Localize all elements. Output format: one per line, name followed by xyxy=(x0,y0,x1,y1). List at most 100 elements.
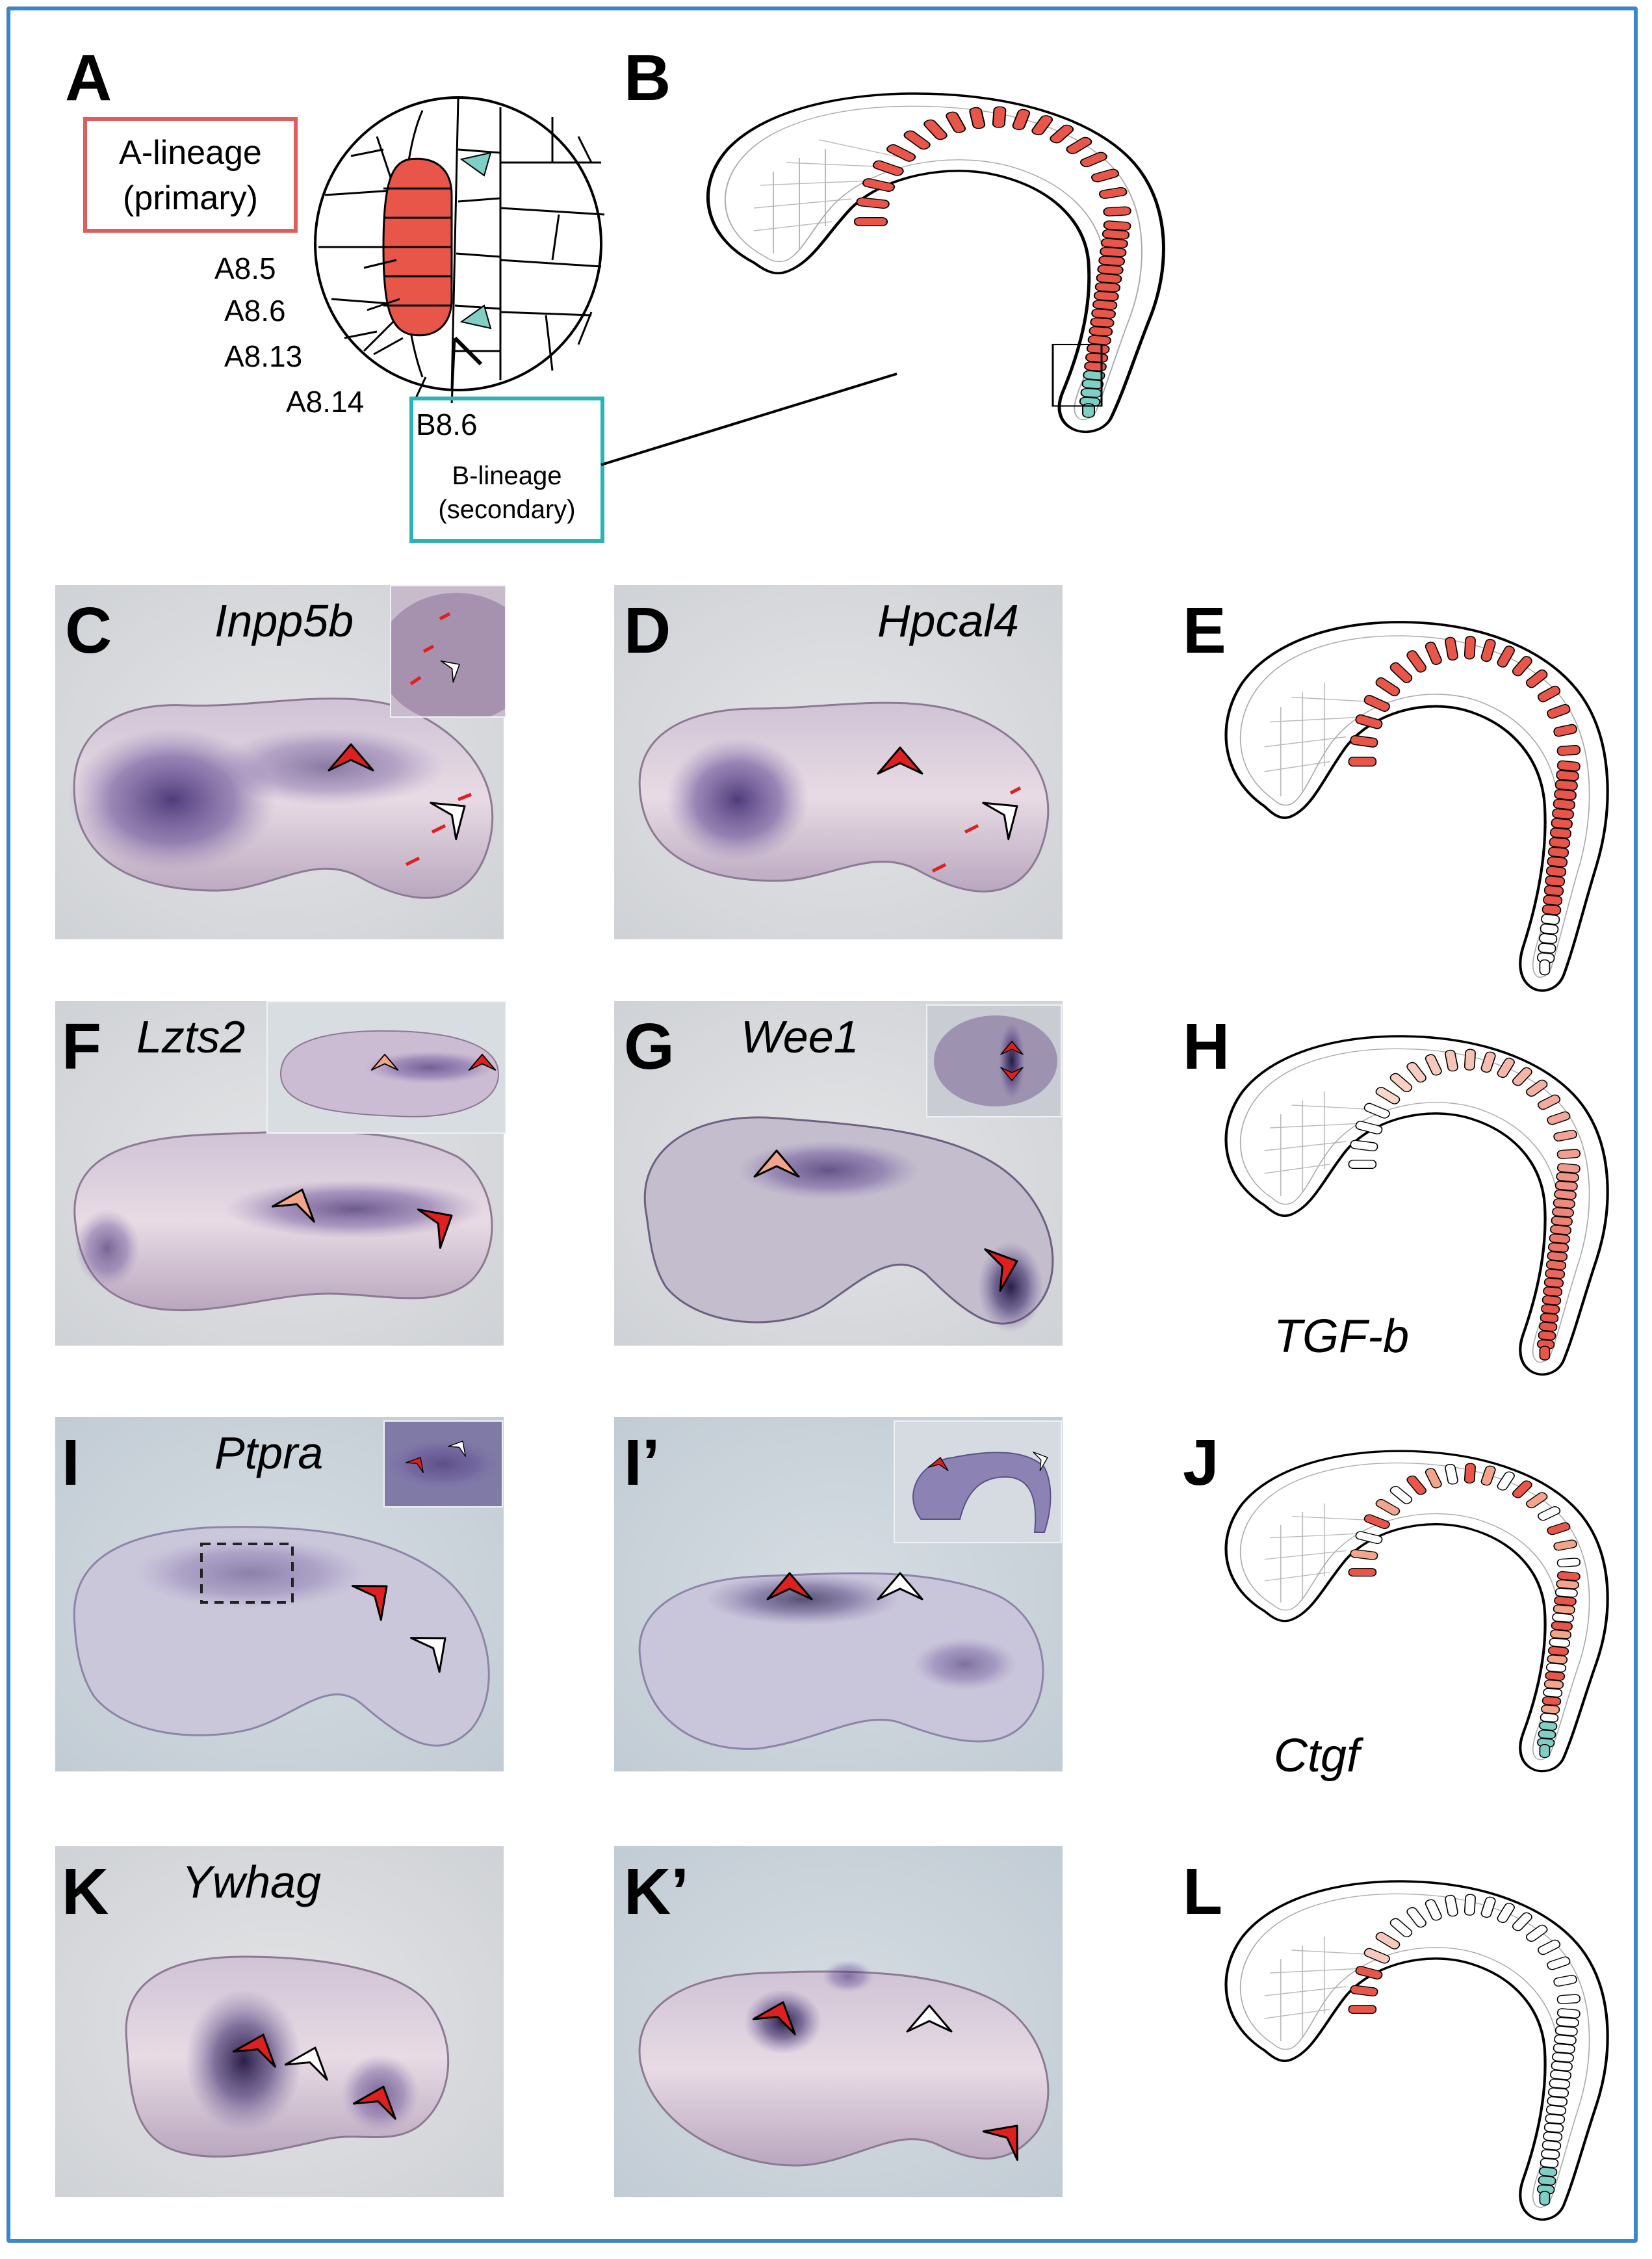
notochord-cell xyxy=(1497,1903,1515,1924)
notochord-cell xyxy=(1553,1129,1577,1142)
notochord-cell xyxy=(1355,1121,1383,1134)
notochord-cell xyxy=(1012,109,1031,131)
notochord-cell xyxy=(1092,300,1118,310)
notochord-cell xyxy=(1406,1062,1426,1083)
gene-label-g: Wee1 xyxy=(741,1012,859,1062)
notochord-cell xyxy=(1103,206,1131,216)
notochord-cell xyxy=(1464,1463,1476,1484)
primary-lineage-box: A-lineage (primary) xyxy=(83,117,298,233)
notochord-cell xyxy=(1550,1629,1571,1639)
notochord-cell xyxy=(1551,1621,1573,1631)
notochord-cell xyxy=(1550,828,1571,839)
notochord-cell xyxy=(1464,1894,1476,1916)
notochord-cell xyxy=(1406,1907,1426,1928)
notochord-cell xyxy=(1554,1189,1577,1200)
notochord-cell xyxy=(1553,1539,1577,1551)
notochord-cell xyxy=(1551,2061,1573,2072)
notochord-cell xyxy=(923,119,948,140)
notochord-cell xyxy=(1541,1304,1560,1314)
notochord-cell xyxy=(1031,115,1053,136)
panel-label-l: L xyxy=(1183,1855,1223,1928)
notochord-cell xyxy=(862,178,896,192)
notochord-cell xyxy=(946,111,966,133)
notochord-cell xyxy=(1050,124,1074,144)
notochord-cell xyxy=(1389,1918,1413,1938)
notochord-cell xyxy=(856,197,890,209)
notochord-cell xyxy=(1539,933,1558,945)
notochord-cell xyxy=(1512,1480,1532,1498)
panel-label-c: C xyxy=(65,594,112,667)
notochord-cell xyxy=(1537,1094,1561,1110)
notochord-cell xyxy=(1556,745,1581,756)
inset-i2 xyxy=(894,1420,1062,1543)
notochord-cell xyxy=(1525,669,1548,688)
notochord-cell xyxy=(1539,1743,1551,1758)
notochord-cell xyxy=(1375,1498,1400,1516)
notochord-cell xyxy=(1537,1939,1561,1955)
notochord-cell xyxy=(1547,1956,1571,1970)
notochord-cell xyxy=(1497,646,1515,668)
notochord-cell xyxy=(1539,959,1551,976)
notochord-cell xyxy=(1550,1225,1571,1235)
notochord-cell xyxy=(1350,1985,1378,1997)
panel-label-e: E xyxy=(1183,594,1226,667)
notochord-cell xyxy=(1539,1346,1551,1361)
secondary-lineage-subtitle: (secondary) xyxy=(438,495,576,524)
schematic-e xyxy=(1183,598,1618,995)
panel-label-k2: K’ xyxy=(624,1855,689,1928)
notochord-cell xyxy=(1464,1049,1476,1071)
notochord-cell xyxy=(1350,735,1378,748)
notochord-cell xyxy=(1545,2113,1566,2124)
notochord-cell xyxy=(1543,1277,1564,1288)
notochord-cell xyxy=(1538,1330,1556,1340)
notochord-cell xyxy=(1087,335,1111,345)
notochord-cell xyxy=(1091,168,1120,183)
notochord-cell xyxy=(1497,1471,1515,1491)
schematic-j xyxy=(1183,1430,1618,1775)
notochord-cell xyxy=(1066,137,1092,154)
notochord-cell xyxy=(1551,818,1573,829)
notochord-cell xyxy=(1555,1181,1578,1192)
notochord-cell xyxy=(1554,789,1577,801)
inset-g xyxy=(926,1004,1062,1117)
zoom-connector-line xyxy=(600,372,897,466)
notochord-cell xyxy=(1425,1899,1442,1921)
gene-label-d: Hpcal4 xyxy=(877,595,1019,646)
notochord-cell xyxy=(1547,2096,1568,2107)
notochord-cell xyxy=(1543,894,1563,906)
notochord-cell xyxy=(1553,798,1575,810)
notochord-cell xyxy=(1549,1638,1571,1648)
notochord-cell xyxy=(1543,2122,1564,2133)
notochord-cell xyxy=(1406,1475,1426,1495)
panel-label-j: J xyxy=(1183,1426,1219,1499)
notochord-cell xyxy=(1540,923,1559,935)
notochord-cell xyxy=(1552,1613,1574,1623)
panel-label-d: D xyxy=(624,594,671,667)
notochord-cell xyxy=(1525,1079,1548,1097)
notochord-cell xyxy=(1512,1912,1532,1931)
notochord-cell xyxy=(1545,1663,1567,1673)
schematic-h xyxy=(1183,1014,1618,1378)
notochord-cell xyxy=(1480,1896,1496,1918)
notochord-cell xyxy=(1425,1054,1442,1076)
notochord-cell xyxy=(1537,685,1561,703)
photo-f-lzts2 xyxy=(55,1001,504,1346)
notochord-cell xyxy=(1552,808,1574,820)
notochord-cell xyxy=(1363,1948,1390,1964)
panel-label-g: G xyxy=(624,1010,675,1083)
notochord-cell xyxy=(1545,866,1567,877)
notochord-cell xyxy=(886,144,916,162)
notochord-cell xyxy=(1389,1485,1413,1504)
notochord-cell xyxy=(1425,642,1442,665)
notochord-cell xyxy=(1093,291,1119,302)
notochord-cell xyxy=(1363,694,1390,712)
notochord-cell xyxy=(1363,1103,1390,1119)
notochord-cell xyxy=(1375,677,1400,697)
notochord-cell xyxy=(1082,403,1095,418)
notochord-cell xyxy=(1554,2034,1577,2045)
cell-label-a86: A8.6 xyxy=(224,294,286,328)
panel-label-i2: I’ xyxy=(624,1426,660,1499)
notochord-cell xyxy=(1497,1058,1515,1078)
notochord-cell xyxy=(1547,1111,1571,1125)
notochord-cell xyxy=(1537,1506,1561,1521)
